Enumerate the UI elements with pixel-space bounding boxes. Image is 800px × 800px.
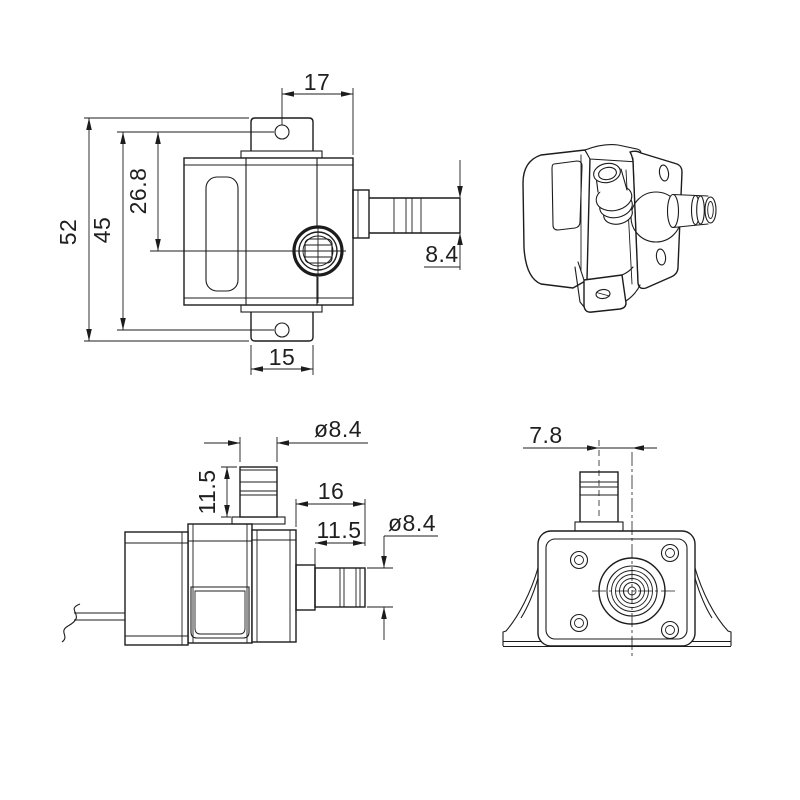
end-body-outline	[537, 530, 696, 647]
left-wing	[502, 567, 539, 646]
isometric-view	[522, 144, 717, 313]
front-view: 17 52 45 26.8 15 8.4	[55, 69, 463, 375]
dim-outlet-length: 16	[295, 478, 366, 546]
band-recess	[190, 586, 250, 639]
end-view: 7.8	[502, 422, 732, 658]
bottom-mounting-tab	[250, 312, 314, 342]
iso-screw-hole-top	[658, 164, 670, 182]
dim-7-8-label: 7.8	[529, 422, 562, 448]
dim-26-8-label: 26.8	[125, 168, 151, 215]
dim-barb-length: 11.5	[314, 517, 365, 565]
dim-8-4-front-label: 8.4	[425, 241, 458, 267]
clamp-band-section	[187, 523, 253, 644]
iso-foot-screw	[595, 288, 611, 300]
dim-barb-length-label: 11.5	[316, 517, 361, 543]
dim-inlet-height: 11.5	[194, 466, 237, 518]
outlet-collar-side	[295, 564, 316, 611]
inlet-flange	[231, 516, 286, 525]
dim-inlet-od-label: ø8.4	[314, 416, 362, 442]
dim-17-label: 17	[304, 69, 331, 95]
dim-inlet-od: ø8.4	[204, 416, 368, 462]
bottom-mounting-hole	[274, 322, 290, 338]
dim-52: 52	[55, 117, 249, 342]
power-cable	[61, 603, 125, 643]
dim-inlet-height-label: 11.5	[194, 469, 220, 514]
iso-motor-body	[522, 149, 591, 289]
iso-inlet-tube	[593, 162, 633, 225]
outlet-collar	[352, 189, 370, 239]
dim-outlet-od-label: ø8.4	[388, 510, 436, 536]
inlet-nozzle	[239, 466, 278, 518]
side-view: ø8.4 11.5 16 11.5 ø8.4	[61, 416, 438, 646]
dim-outlet-length-label: 16	[318, 478, 345, 504]
pump-head-section	[251, 529, 297, 643]
cable-break-symbol	[61, 603, 81, 643]
motor-section	[124, 531, 189, 646]
top-flange	[240, 150, 323, 159]
dim-15: 15	[250, 344, 314, 375]
dim-17: 17	[281, 69, 354, 155]
dim-26-8: 26.8	[125, 132, 161, 251]
dim-45: 45	[89, 131, 274, 331]
end-inlet-flange	[574, 521, 624, 532]
iso-screw-hole-bottom	[655, 248, 667, 266]
motor-recess	[205, 176, 239, 292]
right-wing	[694, 567, 732, 646]
bottom-flange	[240, 304, 323, 313]
dim-8-4-front: 8.4	[424, 160, 463, 270]
outlet-barb	[369, 197, 461, 234]
iso-foot-bracket	[574, 261, 641, 313]
end-screw-holes	[569, 543, 680, 640]
dim-15-label: 15	[269, 344, 296, 370]
top-mounting-hole	[274, 124, 290, 140]
dim-52-label: 52	[55, 219, 81, 246]
dim-7-8: 7.8	[523, 422, 657, 451]
dim-45-label: 45	[89, 217, 115, 244]
dim-outlet-od: ø8.4	[367, 510, 438, 640]
iso-outlet-tube	[666, 193, 717, 229]
